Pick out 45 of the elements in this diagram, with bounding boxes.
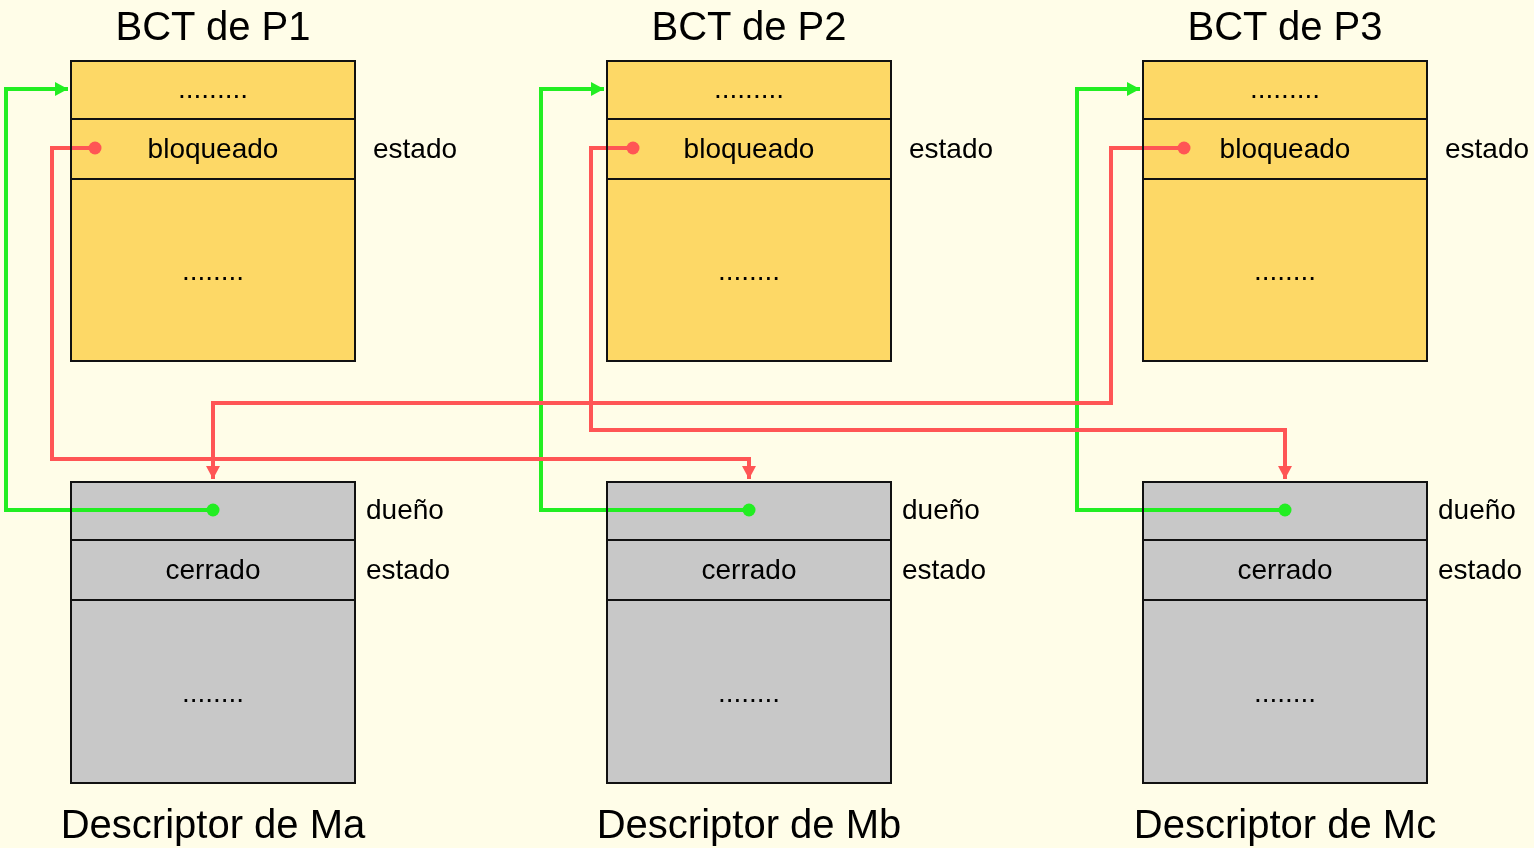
row-text: bloqueado <box>683 133 815 165</box>
pointer-arrow <box>4 82 220 517</box>
field-label: estado <box>1445 133 1530 165</box>
table-title: BCT de P3 <box>1186 6 1384 46</box>
field-label: estado <box>373 133 458 165</box>
table-row <box>606 60 892 118</box>
row-text: bloqueado <box>147 133 279 165</box>
row-text: ......... <box>714 73 784 105</box>
row-text: cerrado <box>165 554 261 586</box>
field-label: estado <box>1438 554 1523 586</box>
row-text: bloqueado <box>1219 133 1351 165</box>
pointer-arrow <box>539 82 756 517</box>
field-label: estado <box>902 554 987 586</box>
row-text: ......... <box>178 73 248 105</box>
table-row <box>70 599 356 784</box>
row-text: ......... <box>1250 73 1320 105</box>
field-label: dueño <box>366 494 444 526</box>
table-title: Descriptor de Ma <box>59 804 367 844</box>
row-text: cerrado <box>701 554 797 586</box>
row-text: ........ <box>1253 255 1317 287</box>
field-label: dueño <box>1438 494 1516 526</box>
table-row <box>1142 599 1428 784</box>
row-text: ........ <box>181 255 245 287</box>
table-title: BCT de P2 <box>650 6 848 46</box>
table-title: Descriptor de Mc <box>1132 804 1438 844</box>
row-text: ........ <box>717 676 781 709</box>
field-label: estado <box>909 133 994 165</box>
row-text: ........ <box>181 676 245 709</box>
table-row <box>70 60 356 118</box>
row-text: ........ <box>717 255 781 287</box>
pointer-arrow <box>589 141 1292 479</box>
table-title: BCT de P1 <box>114 6 312 46</box>
table-row <box>70 178 356 362</box>
row-text: ........ <box>1253 676 1317 709</box>
pointer-arrow <box>206 141 1191 479</box>
pointer-arrow <box>50 141 756 479</box>
table-title: Descriptor de Mb <box>595 804 903 844</box>
table-row <box>606 178 892 362</box>
row-text: cerrado <box>1237 554 1333 586</box>
field-label: dueño <box>902 494 980 526</box>
table-row <box>1142 178 1428 362</box>
table-row <box>606 599 892 784</box>
field-label: estado <box>366 554 451 586</box>
table-row <box>1142 60 1428 118</box>
pointer-arrow <box>1075 82 1292 517</box>
